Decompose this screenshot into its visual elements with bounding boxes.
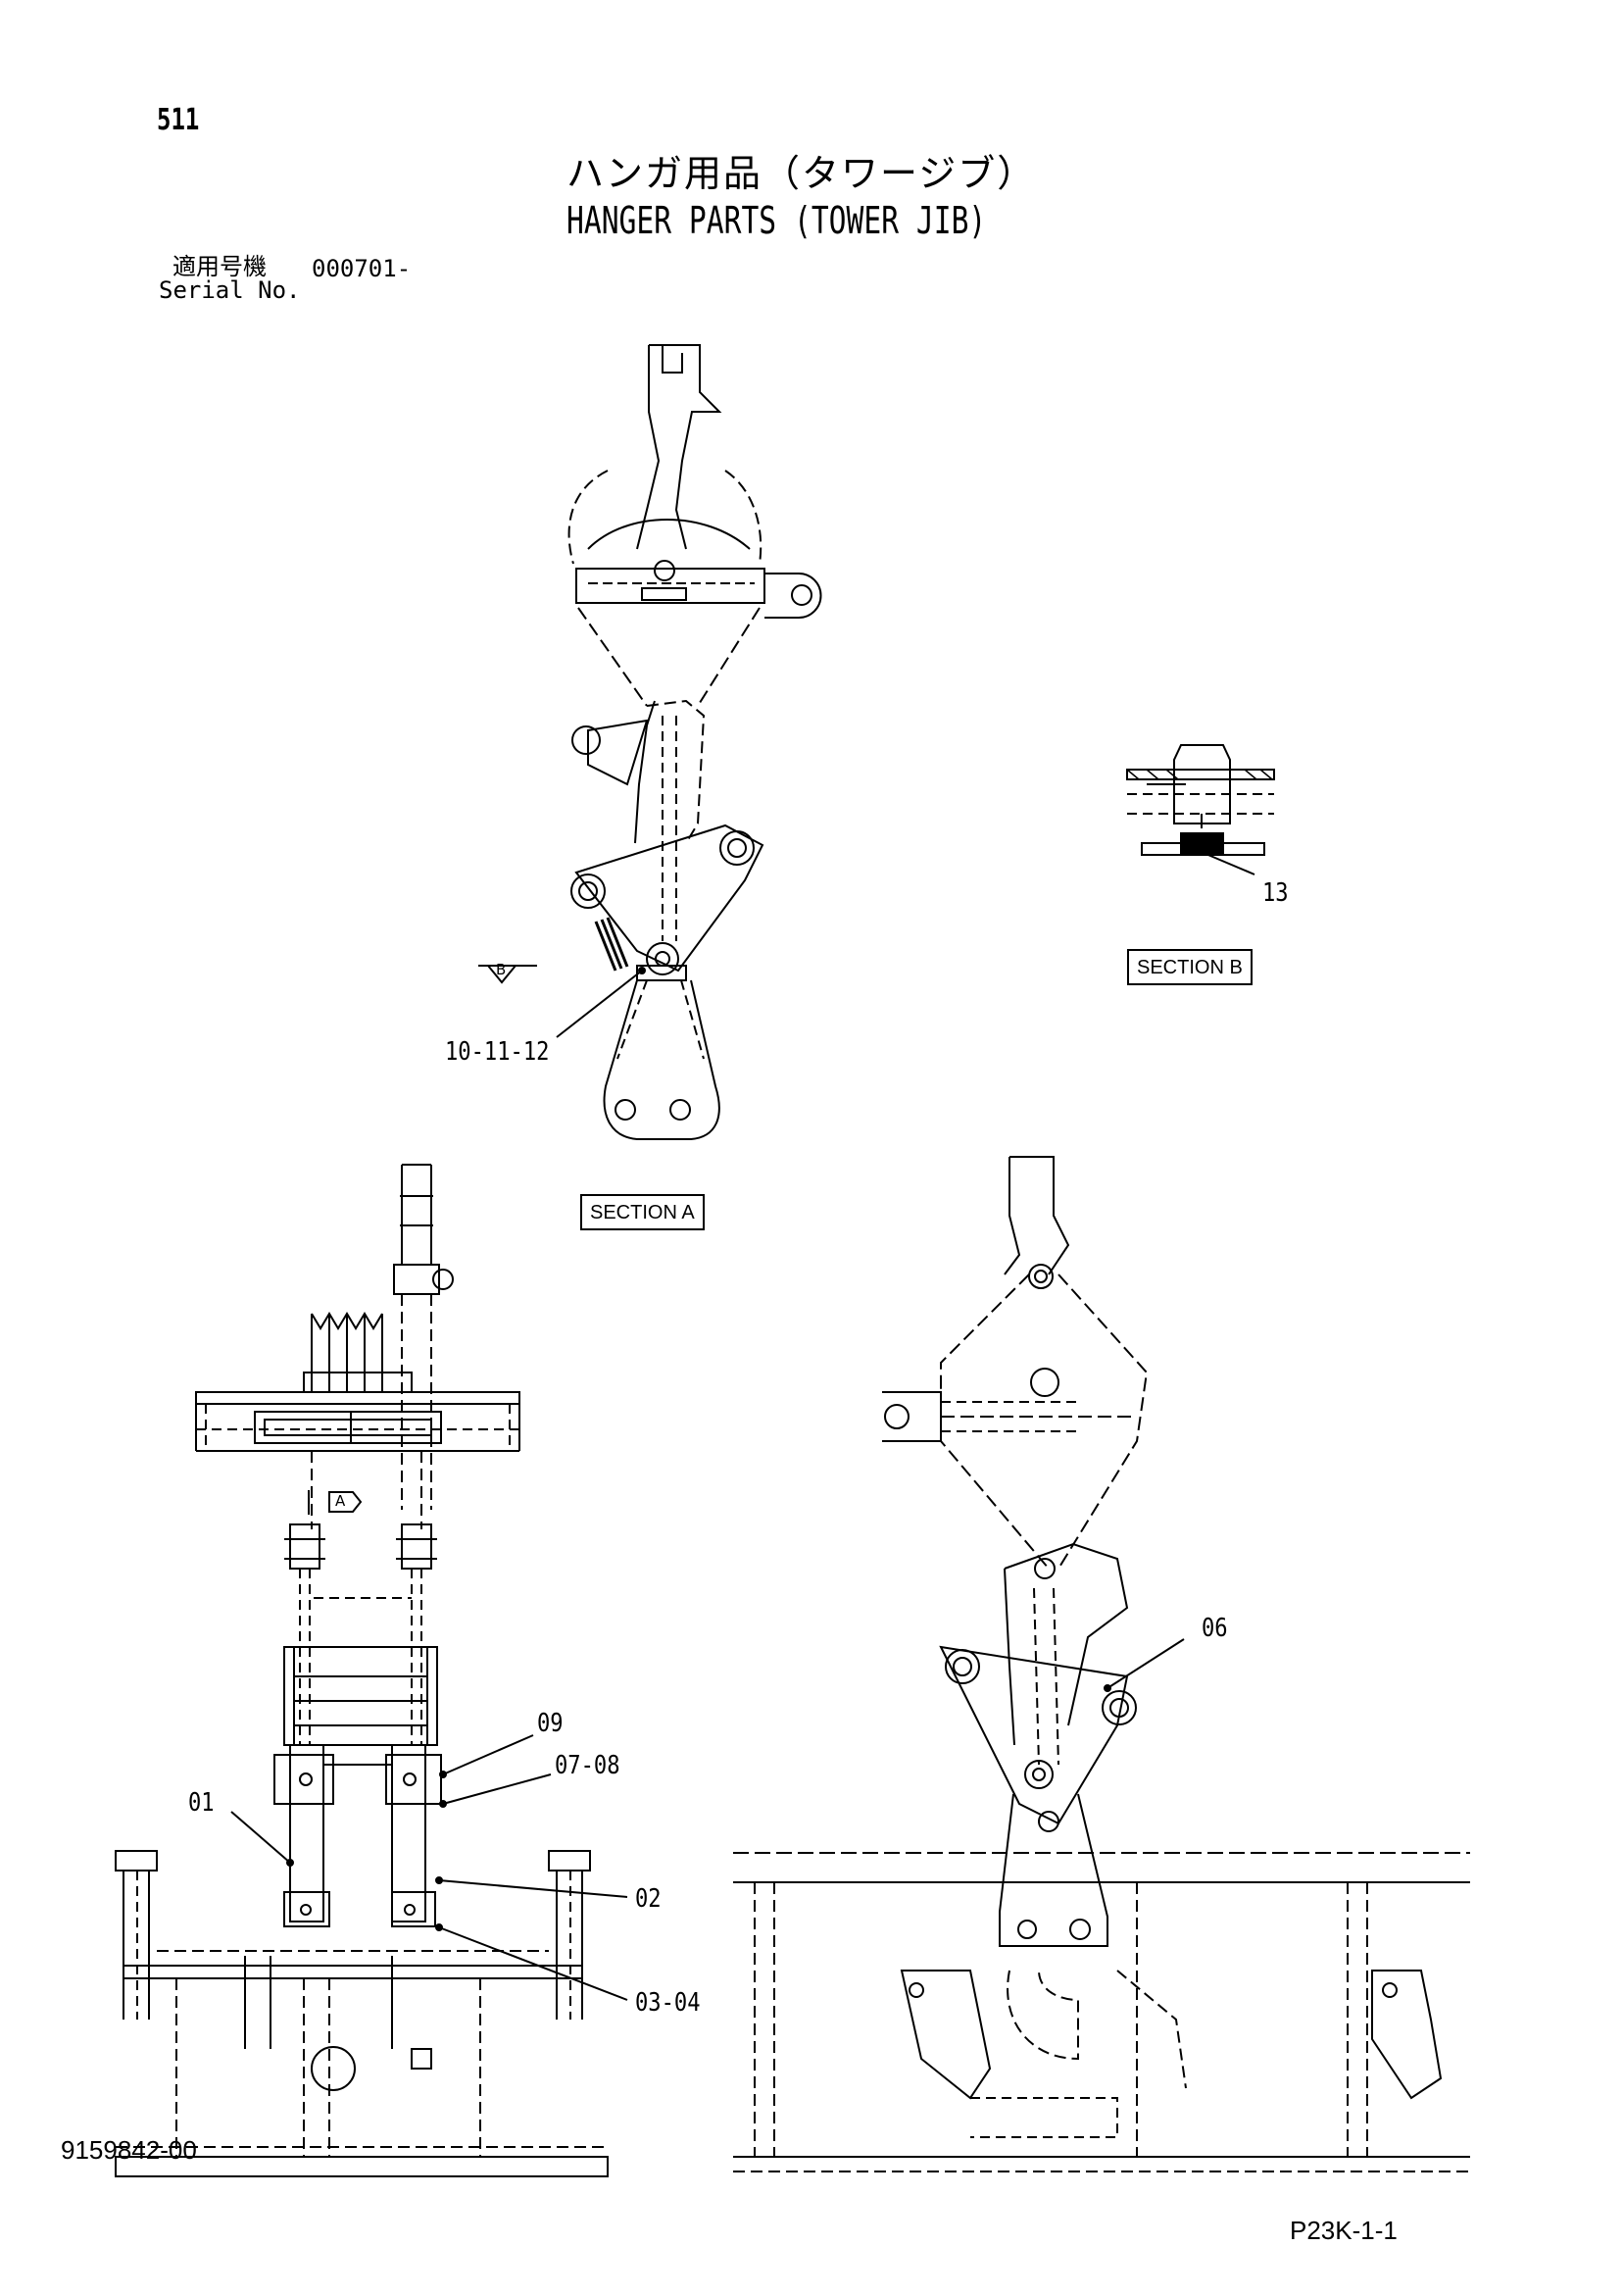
section-a-view bbox=[478, 345, 821, 1139]
page-code: P23K-1-1 bbox=[1290, 2216, 1398, 2245]
serial-value: 000701- bbox=[312, 255, 412, 282]
page-title-jp: ハンガ用品（タワージブ） bbox=[566, 152, 1037, 195]
callout-02: 02 bbox=[635, 1884, 662, 1914]
front-view bbox=[116, 1165, 627, 2176]
callout-07-08: 07-08 bbox=[555, 1751, 620, 1780]
side-view bbox=[733, 1157, 1470, 2171]
callout-06: 06 bbox=[1202, 1614, 1228, 1643]
section-a-marker: A bbox=[335, 1492, 346, 1510]
callout-09: 09 bbox=[537, 1709, 564, 1738]
serial-label-jp: 適用号機 bbox=[172, 253, 267, 280]
section-b-view bbox=[1127, 745, 1274, 874]
callout-01: 01 bbox=[188, 1788, 215, 1818]
callout-10-11-12: 10-11-12 bbox=[445, 1037, 550, 1067]
section-b-label: SECTION B bbox=[1127, 949, 1253, 985]
serial-label-en: Serial No. bbox=[159, 276, 301, 304]
section-a-label: SECTION A bbox=[580, 1194, 705, 1230]
page-title-en: HANGER PARTS (TOWER JIB) bbox=[566, 199, 987, 242]
callout-03-04: 03-04 bbox=[635, 1988, 701, 2018]
document-number: 9159842-00 bbox=[61, 2135, 197, 2165]
section-b-marker: B bbox=[496, 961, 507, 978]
callout-13: 13 bbox=[1262, 878, 1289, 908]
page-number: 511 bbox=[157, 103, 200, 137]
